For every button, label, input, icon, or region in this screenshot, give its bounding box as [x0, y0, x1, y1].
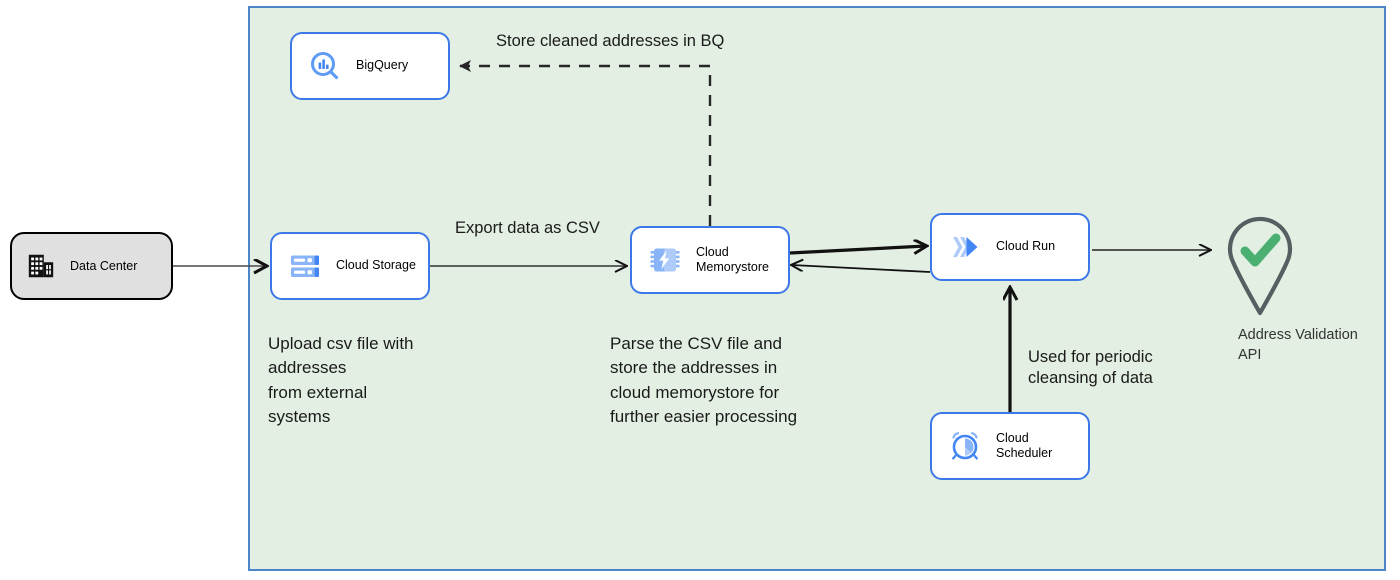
cloud-memorystore-icon — [648, 243, 682, 277]
google-cloud-boundary — [248, 6, 1386, 571]
cloud-storage-icon — [288, 249, 322, 283]
label-address-validation-api: Address Validation API — [1238, 327, 1358, 363]
node-label-cloud-run: Cloud Run — [996, 239, 1056, 254]
node-label-cloud-storage: Cloud Storage — [336, 258, 416, 273]
note-parse-csv: Parse the CSV file and store the address… — [610, 334, 798, 426]
cloud-run-icon — [948, 230, 982, 264]
map-pin-check-icon — [1227, 216, 1293, 316]
node-cloud-scheduler[interactable]: Cloud Scheduler — [930, 412, 1090, 480]
building-icon — [26, 251, 56, 281]
node-label-cloud-memorystore: Cloud Memorystore — [696, 244, 769, 274]
node-data-center[interactable]: Data Center — [10, 232, 173, 300]
node-cloud-run[interactable]: Cloud Run — [930, 213, 1090, 281]
node-cloud-storage[interactable]: Cloud Storage — [270, 232, 430, 300]
node-bigquery[interactable]: BigQuery — [290, 32, 450, 100]
node-address-validation-api[interactable] — [1218, 208, 1302, 323]
node-label-cloud-scheduler: Cloud Scheduler — [996, 430, 1053, 460]
node-label-data-center: Data Center — [70, 259, 138, 273]
cloud-scheduler-icon — [948, 429, 982, 463]
node-cloud-memorystore[interactable]: Cloud Memorystore — [630, 226, 790, 294]
note-upload-csv: Upload csv file with addresses from exte… — [268, 334, 414, 426]
node-label-bigquery: BigQuery — [356, 58, 409, 73]
edge-label-store-cleaned-addresses: Store cleaned addresses in BQ — [496, 32, 725, 50]
edge-label-periodic-cleansing: Used for periodic cleansing of data — [1028, 348, 1153, 388]
bigquery-icon — [308, 49, 342, 83]
edge-label-export-data-as-csv: Export data as CSV — [455, 219, 600, 237]
